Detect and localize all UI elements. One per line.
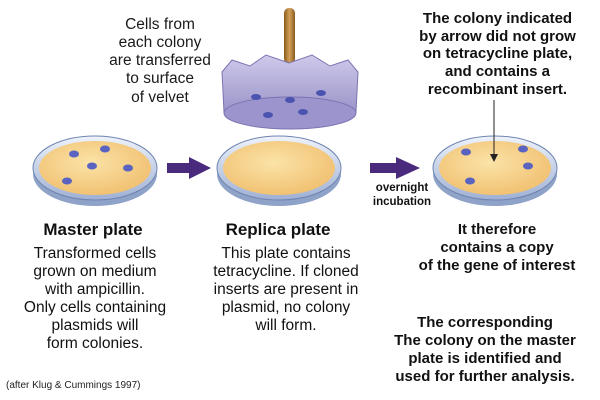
velvet-colony xyxy=(285,97,295,103)
velvet-colony xyxy=(298,109,308,115)
velvet-colony xyxy=(316,90,326,96)
replica-plate-description: This plate contains tetracycline. If clo… xyxy=(213,245,359,334)
colony xyxy=(465,177,475,185)
colony xyxy=(100,145,110,153)
master-plate-label: Master plate xyxy=(43,220,143,239)
replica-plate-label: Replica plate xyxy=(225,220,331,239)
velvet-colony xyxy=(251,94,261,100)
incubated-plate-dish xyxy=(432,100,558,206)
velvet-transfer-note: Cells from each colony are transferred t… xyxy=(109,16,211,106)
replica-plate-dish xyxy=(216,135,342,206)
incubation-step-label: overnight incubation xyxy=(372,182,432,209)
colony xyxy=(62,177,72,185)
master-colony-note: The corresponding The colony on the mast… xyxy=(394,314,576,385)
arrow-colony-note: The colony indicated by arrow did not gr… xyxy=(419,10,576,98)
colony xyxy=(461,148,471,156)
master-plate-dish xyxy=(32,135,158,206)
colony xyxy=(523,162,533,170)
colony xyxy=(518,145,528,153)
source-credit: (after Klug & Cummings 1997) xyxy=(6,380,141,391)
replicator-handle xyxy=(284,8,295,64)
velvet-colony xyxy=(263,112,273,118)
colony xyxy=(87,162,97,170)
colony xyxy=(123,164,133,172)
process-arrow xyxy=(167,157,211,179)
velvet-replicator xyxy=(221,8,359,130)
colony xyxy=(69,150,79,158)
process-arrow xyxy=(370,157,420,179)
master-plate-description: Transformed cells grown on medium with a… xyxy=(23,245,167,352)
gene-copy-note: It therefore contains a copy of the gene… xyxy=(418,221,576,274)
indicator-arrow-head xyxy=(490,154,498,162)
